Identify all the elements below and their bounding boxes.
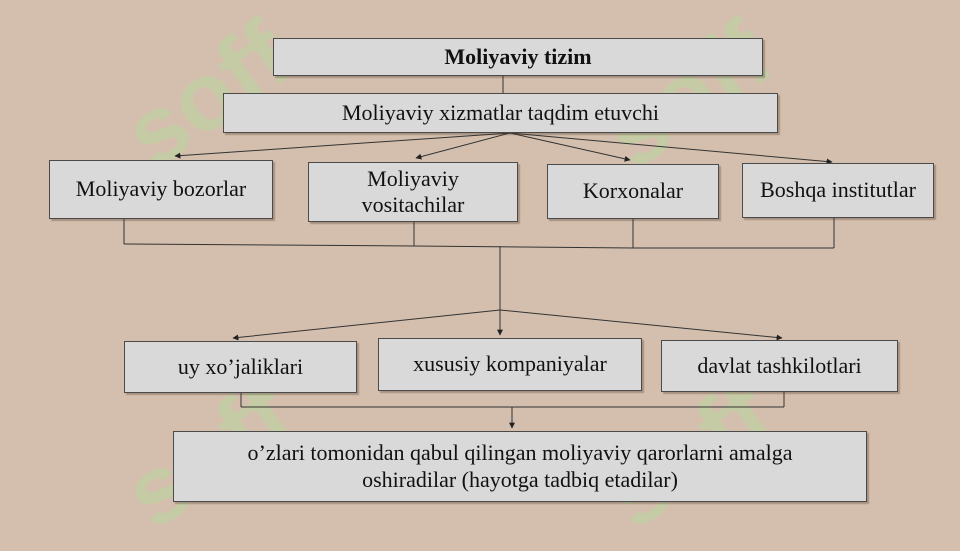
result-box: o’zlari tomonidan qabul qilingan moliyav… [173,431,867,502]
level2-box-vositachilar: Moliyaviy vositachilar [308,162,518,222]
arrow-to-institutlar [509,132,833,165]
level3-label: xususiy kompaniyalar [413,351,607,377]
level2-label: Boshqa institutlar [760,177,916,203]
title-box: Moliyaviy tizim [273,38,763,76]
result-text: o’zlari tomonidan qabul qilingan moliyav… [247,440,793,492]
arrow-to-uy [232,309,501,341]
provider-text: Moliyaviy xizmatlar taqdim etuvchi [341,99,660,125]
level3-box-uy: uy xo’jaliklari [124,341,357,393]
level2-label: Moliyaviy vositachilar [361,165,465,217]
level3-box-xususiy: xususiy kompaniyalar [378,338,642,391]
level3-box-davlat: davlat tashkilotlari [661,340,898,392]
arrow-to-bozorlar [174,132,511,159]
level2-label: Korxonalar [582,178,684,204]
level2-label: Moliyaviy bozorlar [75,176,247,202]
level2-box-institutlar: Boshqa institutlar [742,163,934,218]
level2-bracket [123,243,834,249]
level3-label: davlat tashkilotlari [697,352,862,378]
arrow-to-korxonalar [509,132,631,162]
level2-box-korxonalar: Korxonalar [547,164,719,219]
arrow-to-davlat [499,309,783,341]
provider-box: Moliyaviy xizmatlar taqdim etuvchi [223,93,778,133]
level2-box-bozorlar: Moliyaviy bozorlar [49,160,273,219]
title-text: Moliyaviy tizim [444,43,592,69]
arrow-to-vositachilar [415,132,511,160]
level3-label: uy xo’jaliklari [177,353,304,379]
